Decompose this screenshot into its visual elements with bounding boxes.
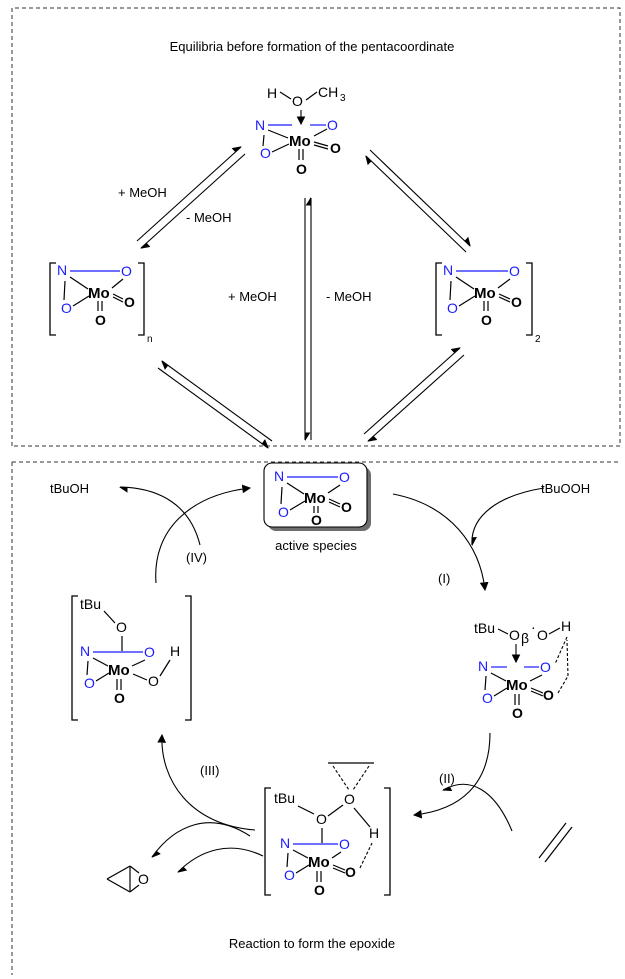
svg-text:O: O [61,300,72,316]
svg-text:O: O [481,312,492,328]
svg-text:O: O [278,504,289,520]
alkoxo-complex: tBu O N O Mo O O H O [71,595,192,721]
polymer-complex: N O Mo O O O n [49,262,153,345]
svg-text:Mo: Mo [506,677,528,694]
svg-text:O: O [482,690,493,706]
svg-text:O: O [511,294,522,310]
step-III-label: (III) [200,763,220,778]
svg-text:Mo: Mo [474,285,496,302]
svg-text:O: O [138,871,149,887]
bottom-panel-box [11,461,620,975]
cycle-arrows [118,484,545,873]
svg-text:Mo: Mo [108,662,130,679]
svg-text:O: O [344,791,355,807]
svg-text:N: N [57,262,67,278]
label-left-remove-meoh: - MeOH [186,210,232,225]
top-caption: Equilibria before formation of the penta… [170,39,455,54]
step-I-label: (I) [438,571,450,586]
svg-text:O: O [284,867,295,883]
svg-text:N: N [280,835,290,851]
svg-text:H: H [369,825,379,841]
svg-text:O: O [339,836,350,852]
svg-text:tBu: tBu [274,790,295,806]
svg-text:O: O [512,705,523,721]
svg-text:O: O [114,690,125,706]
svg-text:O: O [292,93,303,109]
svg-text:H: H [561,618,571,634]
svg-text:3: 3 [340,93,346,104]
active-species: N O Mo O O O [263,462,371,531]
transition-state: tBu O O H N O Mo O O O [264,762,391,898]
svg-text:O: O [339,469,350,485]
step-II-label: (II) [439,771,455,786]
svg-text:n: n [147,334,153,345]
epoxide-product: O [106,865,149,893]
svg-text:O: O [345,864,356,880]
alkene-reagent [538,822,573,863]
svg-text:H: H [170,643,180,659]
equilibrium-arrows [136,146,471,449]
svg-text:O: O [509,263,520,279]
svg-text:β: β [521,630,529,646]
svg-text:O: O [116,619,127,635]
active-species-label: active species [275,538,357,553]
svg-text:N: N [274,468,284,484]
svg-text:O: O [447,300,458,316]
top-panel-box [11,7,621,447]
svg-text:O: O [316,811,327,827]
svg-text:H: H [267,85,277,101]
svg-text:O: O [314,882,325,898]
svg-text:O: O [95,312,106,328]
svg-text:tBu: tBu [80,596,101,612]
svg-text:O: O [84,675,95,691]
svg-text:CH: CH [318,84,338,100]
svg-text:O: O [540,659,551,675]
svg-text:N: N [255,117,265,133]
peroxo-complex: tBu O β · O H N O Mo O O O [474,618,571,721]
label-center-remove-meoh: - MeOH [326,289,372,304]
svg-text:O: O [509,627,520,643]
svg-text:O: O [296,161,307,177]
svg-text:tBu: tBu [474,620,495,636]
svg-text:·: · [531,619,536,635]
product-tbuoh: tBuOH [50,481,89,496]
svg-text:O: O [121,263,132,279]
bottom-caption: Reaction to form the epoxide [229,936,395,951]
step-IV-label: (IV) [186,550,207,565]
svg-text:Mo: Mo [88,285,110,302]
svg-text:O: O [148,673,159,689]
svg-text:O: O [537,627,548,643]
svg-text:Mo: Mo [308,854,330,871]
svg-text:O: O [260,145,271,161]
svg-text:O: O [543,687,554,703]
svg-text:O: O [124,294,135,310]
label-center-add-meoh: + MeOH [228,289,277,304]
svg-text:O: O [330,140,341,156]
svg-text:N: N [478,658,488,674]
svg-text:O: O [311,512,322,528]
svg-text:2: 2 [535,334,541,345]
svg-text:O: O [327,117,338,133]
svg-text:N: N [443,262,453,278]
svg-text:Mo: Mo [289,133,311,150]
svg-text:N: N [80,643,90,659]
svg-text:Mo: Mo [304,490,326,507]
methanol-adduct: H O CH 3 N O Mo O O O [255,84,346,177]
reagent-tbuooh: tBuOOH [541,481,590,496]
svg-text:O: O [144,644,155,660]
dimer-complex: N O Mo O O O 2 [435,262,541,345]
svg-text:O: O [341,499,352,515]
label-left-add-meoh: + MeOH [118,185,167,200]
